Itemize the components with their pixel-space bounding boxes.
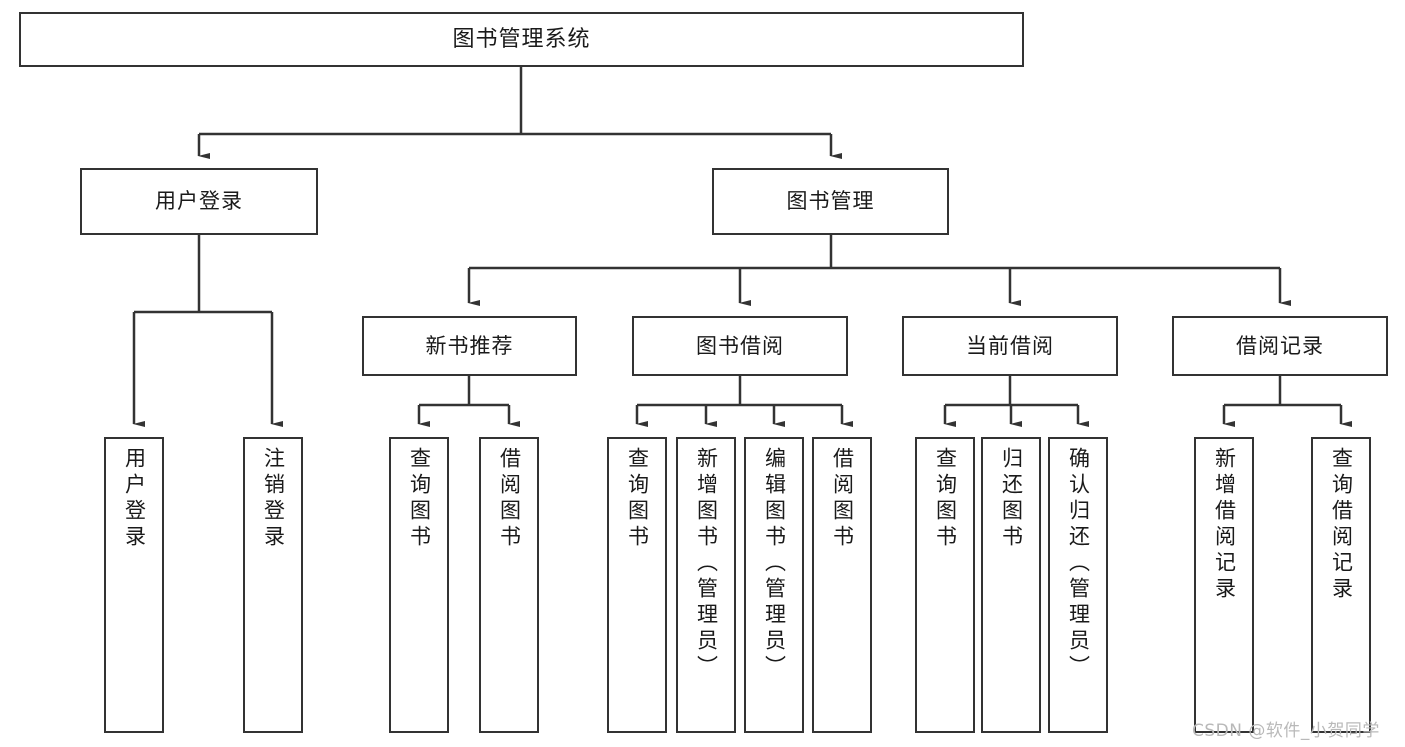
- node-leaf-borrow-book-2[interactable]: 借阅图书: [812, 437, 872, 733]
- node-borrow-record-label: 借阅记录: [1236, 333, 1324, 358]
- node-leaf-add-record-label: 新增借阅记录: [1212, 447, 1237, 603]
- node-leaf-add-book[interactable]: 新增图书（管理员）: [676, 437, 736, 733]
- node-leaf-query-book-3[interactable]: 查询图书: [915, 437, 975, 733]
- node-user-login[interactable]: 用户登录: [80, 168, 318, 235]
- node-leaf-logout-label: 注销登录: [261, 447, 286, 551]
- node-leaf-return-book[interactable]: 归还图书: [981, 437, 1041, 733]
- node-root[interactable]: 图书管理系统: [19, 12, 1024, 67]
- node-leaf-add-book-label: 新增图书（管理员）: [694, 447, 719, 681]
- node-leaf-borrow-book-1[interactable]: 借阅图书: [479, 437, 539, 733]
- node-leaf-confirm-return[interactable]: 确认归还（管理员）: [1048, 437, 1108, 733]
- node-user-login-label: 用户登录: [155, 189, 243, 214]
- node-book-manage-label: 图书管理: [786, 189, 875, 214]
- node-leaf-query-record-label: 查询借阅记录: [1329, 447, 1354, 603]
- node-book-borrow-label: 图书借阅: [696, 333, 784, 358]
- node-leaf-confirm-return-label: 确认归还（管理员）: [1066, 447, 1091, 681]
- node-book-manage[interactable]: 图书管理: [712, 168, 949, 235]
- node-root-label: 图书管理系统: [452, 26, 591, 52]
- node-leaf-borrow-book-2-label: 借阅图书: [830, 447, 855, 551]
- node-current-borrow[interactable]: 当前借阅: [902, 316, 1118, 376]
- node-leaf-user-login-label: 用户登录: [122, 447, 147, 551]
- node-leaf-add-record[interactable]: 新增借阅记录: [1194, 437, 1254, 733]
- node-book-borrow[interactable]: 图书借阅: [632, 316, 848, 376]
- node-leaf-query-book-3-label: 查询图书: [933, 447, 958, 551]
- node-leaf-edit-book[interactable]: 编辑图书（管理员）: [744, 437, 804, 733]
- node-leaf-query-book-1-label: 查询图书: [407, 447, 432, 551]
- node-new-book-rec[interactable]: 新书推荐: [362, 316, 577, 376]
- node-leaf-query-record[interactable]: 查询借阅记录: [1311, 437, 1371, 733]
- node-leaf-logout[interactable]: 注销登录: [243, 437, 303, 733]
- node-new-book-rec-label: 新书推荐: [425, 333, 514, 358]
- node-leaf-user-login[interactable]: 用户登录: [104, 437, 164, 733]
- node-leaf-return-book-label: 归还图书: [999, 447, 1024, 551]
- node-current-borrow-label: 当前借阅: [966, 333, 1054, 358]
- node-leaf-borrow-book-1-label: 借阅图书: [497, 447, 522, 551]
- node-leaf-query-book-2-label: 查询图书: [625, 447, 650, 551]
- csdn-watermark: CSDN @软件_小贺同学: [1192, 721, 1380, 741]
- node-borrow-record[interactable]: 借阅记录: [1172, 316, 1388, 376]
- node-leaf-query-book-1[interactable]: 查询图书: [389, 437, 449, 733]
- node-leaf-edit-book-label: 编辑图书（管理员）: [762, 447, 787, 681]
- node-leaf-query-book-2[interactable]: 查询图书: [607, 437, 667, 733]
